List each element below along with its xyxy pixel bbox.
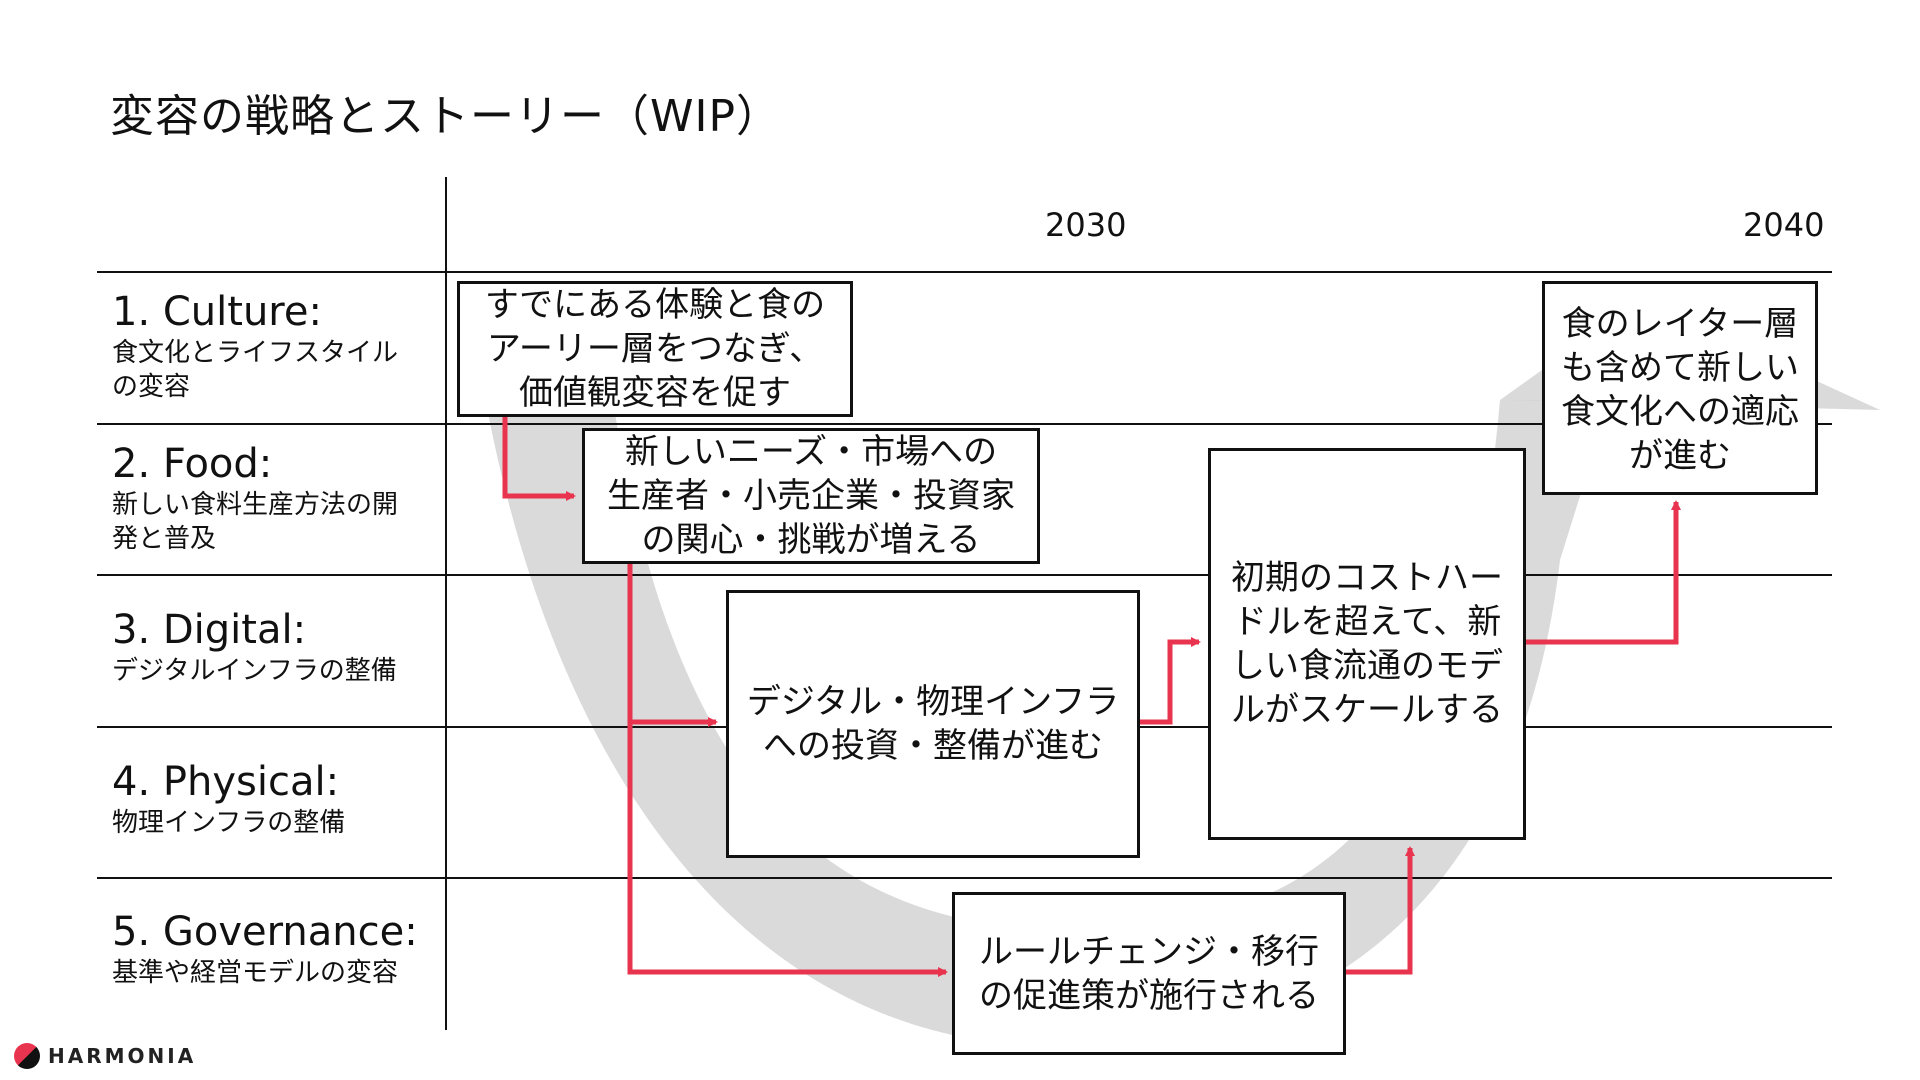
connector-culture-to-food (502, 416, 576, 501)
year-2030: 2030 (1045, 206, 1127, 244)
logo-text: HARMONIA (48, 1044, 197, 1068)
row-subtitle: 食文化とライフスタイル の変容 (112, 338, 399, 402)
row-label-food: 2. Food: 新しい食料生産方法の開 発と普及 (112, 440, 398, 556)
year-2040: 2040 (1743, 206, 1825, 244)
row-title: 1. Culture: (112, 289, 322, 335)
logo-mark-icon (14, 1043, 40, 1069)
box-rule-change: ルールチェンジ・移行 の促進策が施行される (952, 892, 1346, 1055)
box-culture-adapt: 食のレイター層 も含めて新しい 食文化への適応 が進む (1542, 281, 1818, 495)
row-label-physical: 4. Physical: 物理インフラの整備 (112, 758, 345, 840)
row-title: 4. Physical: (112, 759, 340, 805)
connector-scale-to-adapt (1522, 500, 1681, 645)
row-subtitle: 基準や経営モデルの変容 (112, 958, 399, 988)
connector-food-to-rule (627, 722, 948, 977)
row-label-digital: 3. Digital: デジタルインフラの整備 (112, 606, 397, 688)
row-subtitle: 新しい食料生産方法の開 発と普及 (112, 490, 399, 554)
harmonia-logo: HARMONIA (14, 1043, 196, 1069)
row-subtitle: 物理インフラの整備 (112, 808, 346, 838)
box-culture-start: すでにある体験と食の アーリー層をつなぎ、 価値観変容を促す (457, 281, 853, 417)
transformation-curve (470, 300, 1610, 1046)
row-label-culture: 1. Culture: 食文化とライフスタイル の変容 (112, 288, 398, 404)
row-title: 5. Governance: (112, 909, 418, 955)
row-subtitle: デジタルインフラの整備 (112, 656, 397, 686)
box-scale-model: 初期のコストハー ドルを超えて、新 しい食流通のモデ ルがスケールする (1208, 448, 1526, 840)
connector-infra-to-scale (1134, 637, 1201, 725)
page-title: 変容の戦略とストーリー（WIP） (110, 91, 782, 142)
connector-rule-to-scale (1342, 846, 1415, 975)
row-title: 2. Food: (112, 441, 273, 487)
box-infra-investment: デジタル・物理インフラ への投資・整備が進む (726, 590, 1140, 858)
row-label-governance: 5. Governance: 基準や経営モデルの変容 (112, 908, 418, 990)
row-title: 3. Digital: (112, 607, 307, 653)
box-food-interest: 新しいニーズ・市場への 生産者・小売企業・投資家 の関心・挑戦が増える (582, 428, 1040, 564)
